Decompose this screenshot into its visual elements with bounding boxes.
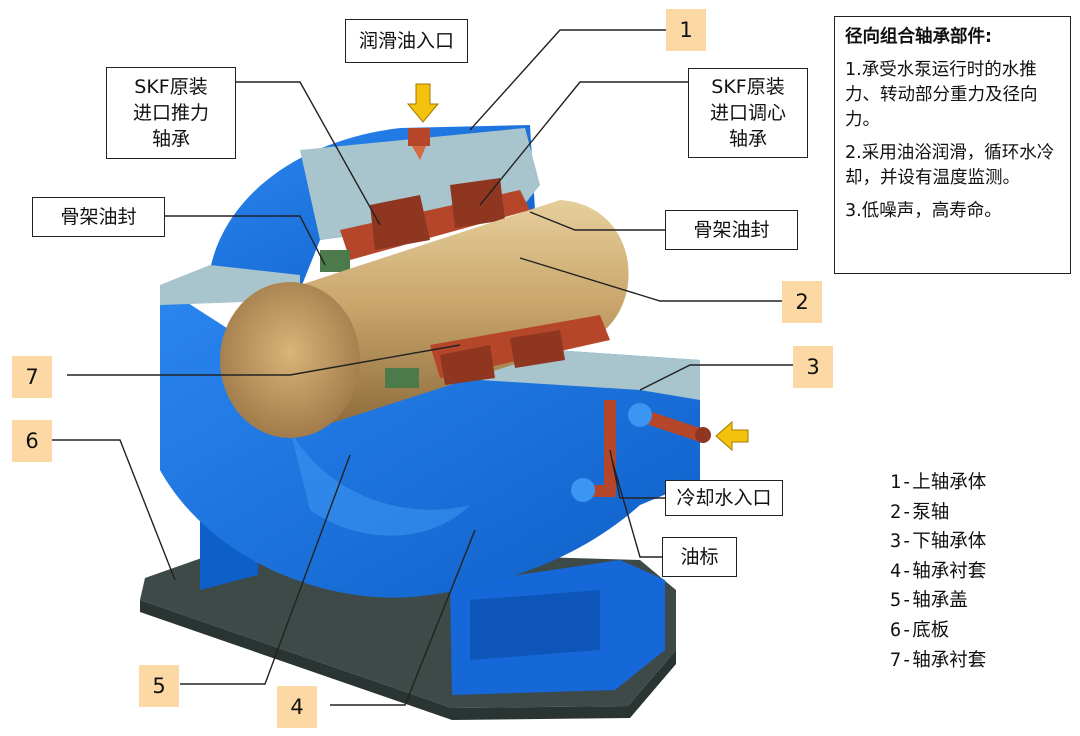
tag-5: 5 bbox=[139, 665, 179, 707]
legend-item: 4-轴承衬套 bbox=[890, 560, 987, 582]
cooling-water-inlet-label: 冷却水入口 bbox=[665, 480, 783, 516]
tag-6: 6 bbox=[12, 420, 52, 462]
oil-seal-left-label: 骨架油封 bbox=[32, 197, 165, 237]
description-item: 3.低噪声，高寿命。 bbox=[845, 201, 1002, 221]
tag-7: 7 bbox=[12, 356, 52, 398]
oil-gauge-label: 油标 bbox=[662, 537, 737, 577]
legend-item: 2-泵轴 bbox=[890, 501, 950, 523]
tag-1: 1 bbox=[666, 9, 706, 51]
oil-inlet-arrow bbox=[406, 83, 440, 123]
legend-item: 3-下轴承体 bbox=[890, 531, 987, 553]
lower-bearing bbox=[385, 315, 610, 388]
oil-inlet-fitting bbox=[406, 83, 440, 160]
oil-seal-right-label: 骨架油封 bbox=[665, 210, 798, 250]
leader-lines bbox=[50, 29, 793, 706]
description-panel: 径向组合轴承部件: 1.承受水泵运行时的水推力、转动部分重力及径向力。 2.采用… bbox=[834, 16, 1071, 274]
cooling-water-arrow bbox=[715, 420, 749, 452]
description-item: 1.承受水泵运行时的水推力、转动部分重力及径向力。 bbox=[845, 60, 1038, 130]
tag-4: 4 bbox=[277, 686, 317, 728]
tag-3: 3 bbox=[793, 346, 833, 388]
legend-item: 1-上轴承体 bbox=[890, 472, 987, 493]
description-title: 径向组合轴承部件: bbox=[845, 27, 992, 47]
tag-2: 2 bbox=[782, 281, 822, 323]
legend-item: 5-轴承盖 bbox=[890, 590, 968, 612]
pump-shaft bbox=[220, 200, 629, 438]
skf-self-aligning-bearing-label: SKF原装 进口调心 轴承 bbox=[688, 68, 808, 158]
parts-legend: 1-上轴承体 2-泵轴 3-下轴承体 4-轴承衬套 5-轴承盖 6-底板 7-轴… bbox=[890, 468, 1070, 675]
oil-inlet-label: 润滑油入口 bbox=[345, 19, 468, 63]
skf-thrust-bearing-label: SKF原装 进口推力 轴承 bbox=[106, 67, 236, 159]
legend-item: 6-底板 bbox=[890, 619, 950, 641]
cooling-water-pipe bbox=[628, 403, 749, 452]
legend-item: 7-轴承衬套 bbox=[890, 649, 987, 671]
description-item: 2.采用油浴润滑，循环水冷却，并设有温度监测。 bbox=[845, 143, 1055, 188]
